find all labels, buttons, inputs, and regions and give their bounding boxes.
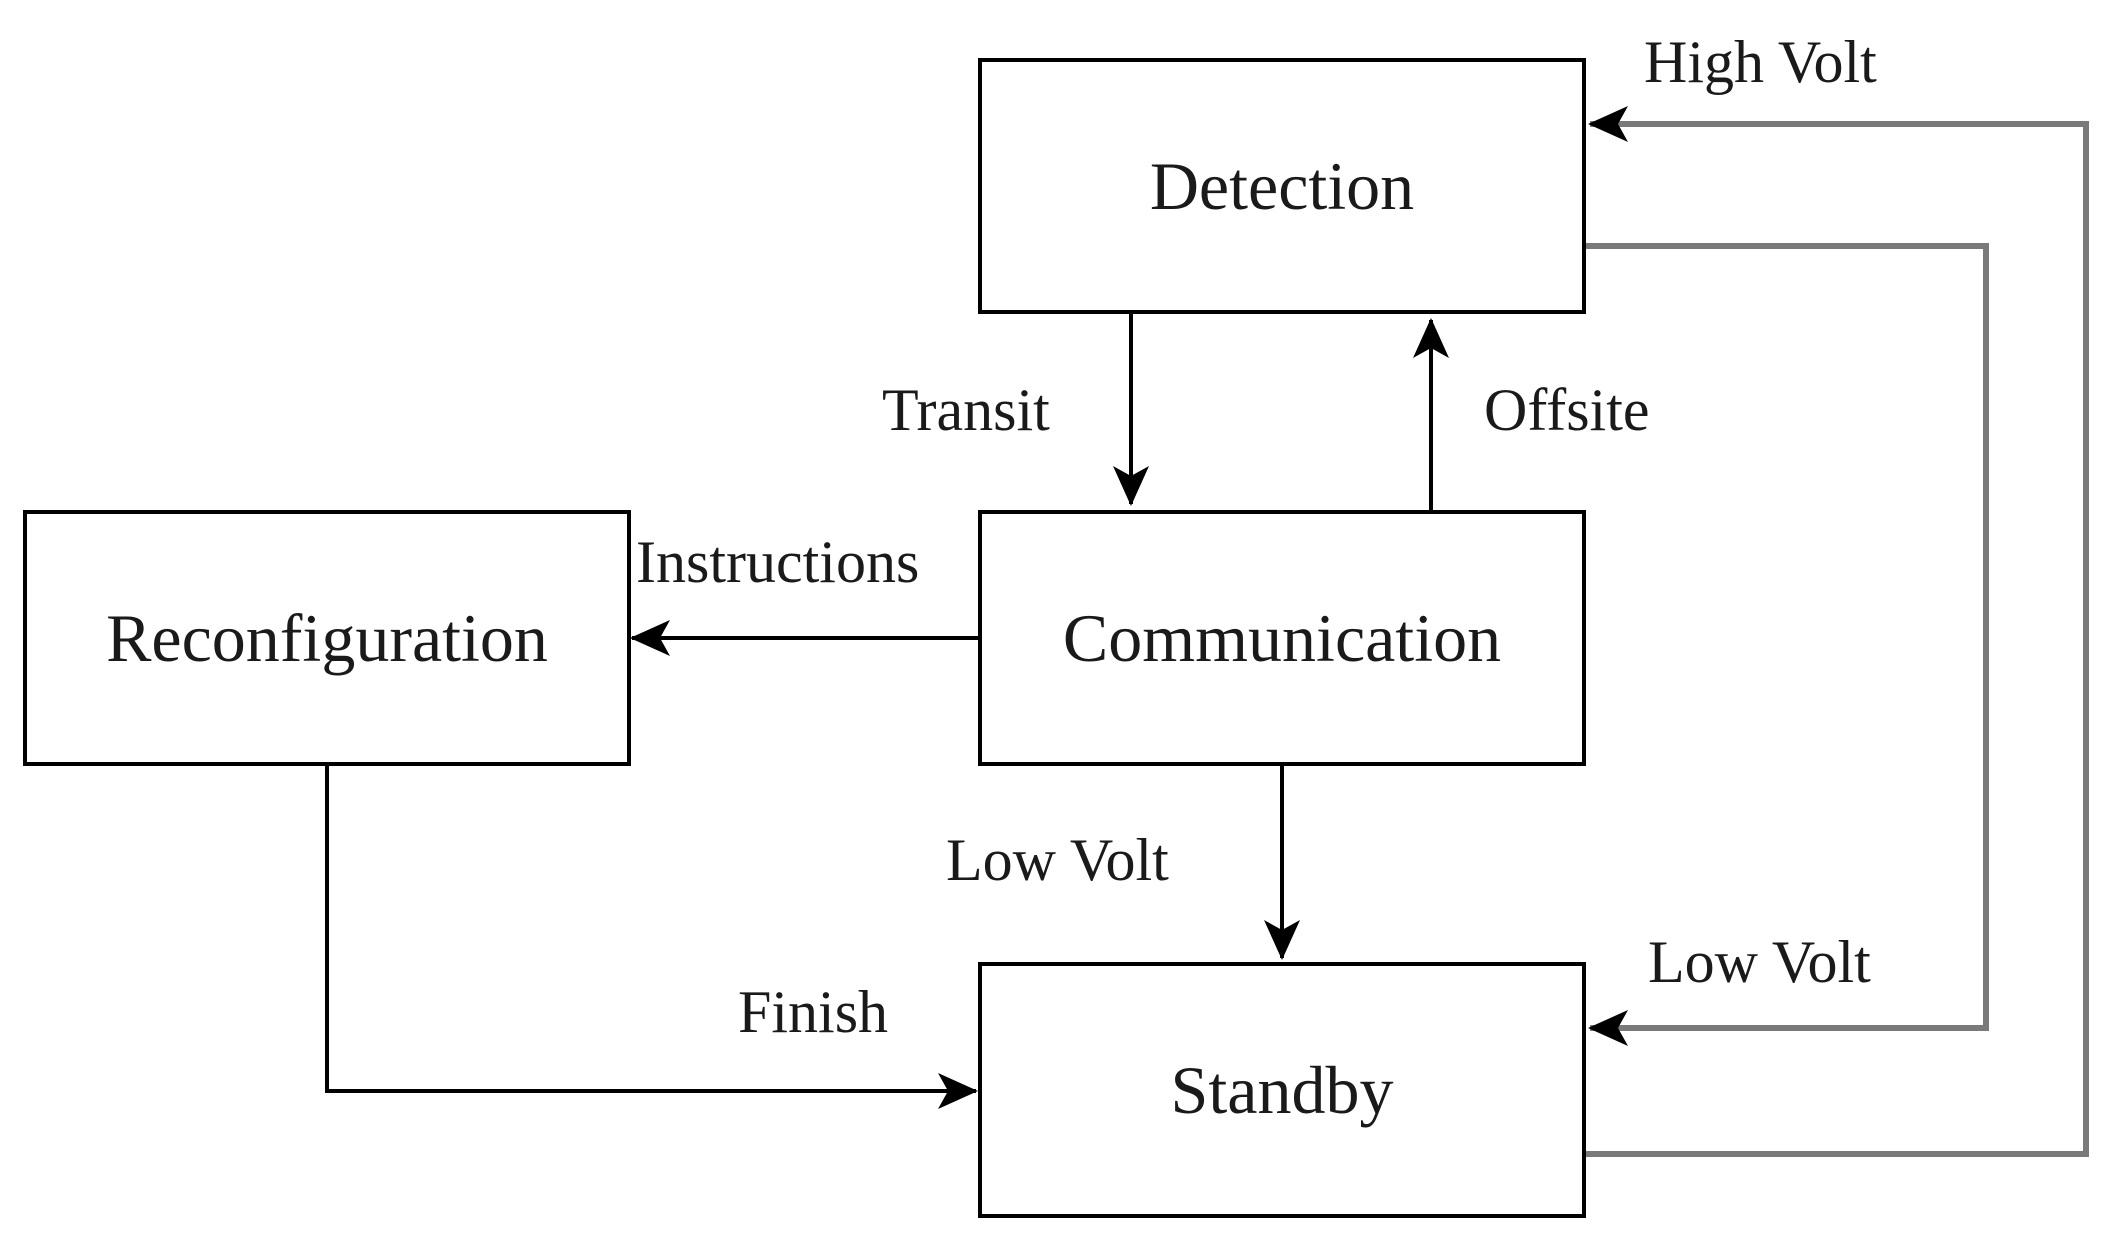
edge-label-transit: Transit [882,377,1050,443]
node-standby-label: Standby [1171,1052,1394,1128]
edge-high-volt [1584,106,2089,1157]
node-communication: Communication [978,510,1586,766]
edge-finish [325,764,978,1109]
edge-label-instructions: Instructions [636,529,919,595]
edge-label-low-volt-detection-standby: Low Volt [1648,929,1871,995]
node-communication-label: Communication [1063,600,1501,676]
edge-label-offsite: Offsite [1484,377,1650,443]
node-reconfiguration: Reconfiguration [23,510,631,766]
node-detection-label: Detection [1150,148,1414,224]
edge-label-finish: Finish [738,979,888,1045]
node-standby: Standby [978,962,1586,1218]
node-detection: Detection [978,58,1586,314]
edge-label-high-volt: High Volt [1644,29,1877,95]
edge-label-low-volt-communication-standby: Low Volt [946,827,1169,893]
node-reconfiguration-label: Reconfiguration [106,600,548,676]
edge-low-volt-detection-standby [1584,243,1989,1046]
